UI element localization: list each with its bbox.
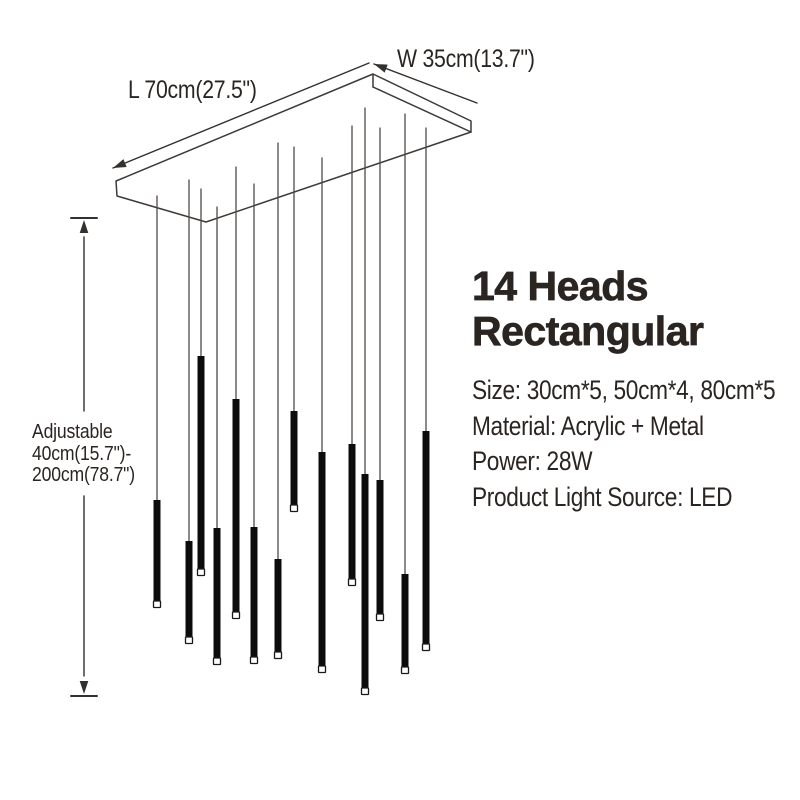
- pendant-tube-30cm: [153, 500, 161, 602]
- adjustable-line-2: 40cm(15.7")-: [32, 442, 132, 465]
- pendant-light-tip: [273, 651, 283, 660]
- pendant-light-tip: [249, 656, 259, 665]
- pendant-light-tip: [400, 666, 410, 675]
- spec-material: Material: Acrylic + Metal: [472, 410, 704, 441]
- pendant-tube-30cm: [290, 411, 298, 506]
- pendant-light-tip: [152, 600, 162, 609]
- height-arrow-up-arrowhead: [79, 220, 89, 233]
- pendant-tube-80cm: [318, 452, 326, 667]
- pendant-light-tip: [212, 657, 222, 666]
- pendant-tube-50cm: [376, 480, 384, 615]
- title-line-2: Rectangular: [472, 308, 705, 354]
- pendant-light-tip: [421, 643, 431, 652]
- dimension-line-length: [112, 62, 370, 169]
- adjustable-height-label: Adjustable 40cm(15.7")- 200cm(78.7"): [32, 421, 135, 487]
- pendant-tube-50cm: [250, 527, 258, 658]
- pendant-tube-30cm: [401, 574, 409, 668]
- pendant-tube-30cm: [274, 559, 282, 653]
- pendant-light-tip: [289, 504, 299, 513]
- dimension-line-width: [373, 63, 478, 104]
- pendant-light-tip: [231, 611, 241, 620]
- pendant-light-tip: [196, 568, 206, 577]
- pendant-tube-80cm: [422, 431, 430, 645]
- product-specs: Size: 30cm*5, 50cm*4, 80cm*5 Material: A…: [472, 373, 800, 515]
- pendant-light-tip: [375, 613, 385, 622]
- spec-power: Power: 28W: [472, 446, 593, 476]
- pendant-light-tip: [184, 636, 194, 645]
- spec-size: Size: 30cm*5, 50cm*4, 80cm*5: [472, 375, 776, 405]
- title-line-1: 14 Heads: [472, 263, 649, 309]
- pendant-tube-50cm: [213, 528, 221, 659]
- product-title: 14 Heads Rectangular: [472, 263, 705, 354]
- pendant-tube-80cm: [197, 356, 205, 570]
- length-dimension-label: L 70cm(27.5"): [128, 76, 257, 104]
- pendant-tube-80cm: [232, 399, 240, 613]
- height-arrow-down-arrowhead: [79, 681, 89, 694]
- spec-light-source: Product Light Source: LED: [472, 481, 733, 512]
- ceiling-plate-edge: [372, 86, 472, 133]
- dimension-arrowhead-length: [113, 159, 127, 168]
- pendant-tube-80cm: [361, 474, 369, 689]
- pendant-light-tip: [317, 665, 327, 674]
- pendant-light-tip: [360, 687, 370, 696]
- dimension-arrowhead-width: [374, 64, 388, 73]
- adjustable-line-3: 200cm(78.7"): [32, 464, 135, 486]
- pendant-tube-30cm: [185, 541, 193, 638]
- adjustable-line-1: Adjustable: [32, 421, 113, 443]
- width-dimension-label: W 35cm(13.7"): [397, 45, 535, 73]
- pendant-tube-50cm: [348, 444, 356, 580]
- pendant-light-tip: [347, 578, 357, 587]
